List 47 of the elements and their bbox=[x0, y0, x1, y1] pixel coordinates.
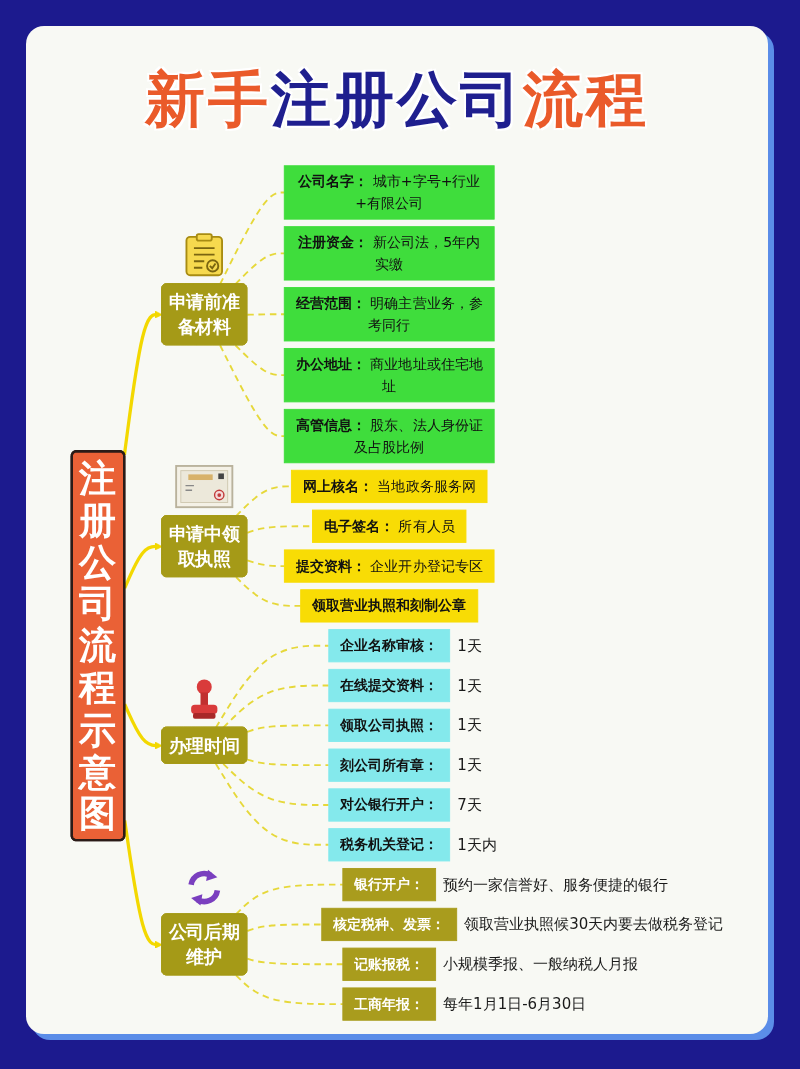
node-box: 电子签名： 所有人员 bbox=[311, 509, 466, 543]
node-box: 网上核名： 当地政务服务网 bbox=[290, 469, 488, 504]
node-box: 核定税种、发票： bbox=[320, 907, 457, 942]
node-box: 领取营业执照和刻制公章 bbox=[299, 589, 478, 623]
arrow bbox=[122, 820, 163, 949]
node-box: 企业名称审核： bbox=[327, 629, 450, 663]
node-box: 高管信息： 股东、法人身份证及占股比例 bbox=[283, 408, 495, 464]
node-box: 提交资料： 企业开办登记专区 bbox=[283, 549, 495, 583]
arrow bbox=[122, 310, 163, 455]
node-box: 公司名字： 城市+字号+行业+有限公司 bbox=[283, 165, 495, 220]
node-box: 在线提交资料： bbox=[327, 668, 450, 703]
description-text: 1天 bbox=[456, 716, 482, 735]
node-box: 领取公司执照： bbox=[327, 708, 450, 742]
connector bbox=[245, 313, 285, 316]
node-box: 记账报税： bbox=[341, 947, 436, 981]
description-text: 每年1月1日-6月30日 bbox=[442, 995, 586, 1014]
description-text: 1天内 bbox=[456, 835, 497, 854]
node-box: 工商年报： bbox=[341, 987, 436, 1021]
connector bbox=[234, 974, 344, 1005]
connector bbox=[218, 344, 285, 437]
node-box: 办公地址： 商业地址或住宅地址 bbox=[283, 348, 495, 403]
connector bbox=[245, 957, 344, 966]
description-text: 1天 bbox=[456, 756, 482, 775]
connector bbox=[234, 344, 285, 377]
description-text: 领取营业执照候30天内要去做税务登记 bbox=[463, 915, 723, 934]
connector bbox=[245, 758, 330, 767]
connector bbox=[221, 762, 330, 806]
description-text: 小规模季报、一般纳税人月报 bbox=[442, 955, 638, 974]
node-box: 刻公司所有章： bbox=[327, 748, 450, 782]
node-box: 对公银行开户： bbox=[327, 788, 450, 822]
description-text: 7天 bbox=[456, 796, 482, 814]
connector bbox=[221, 684, 330, 729]
connector bbox=[245, 724, 330, 733]
connector bbox=[234, 485, 292, 517]
description-text: 1天 bbox=[456, 676, 482, 695]
connector bbox=[245, 923, 323, 932]
connector bbox=[214, 762, 330, 846]
node-box: 经营范围： 明确主营业务，参考同行 bbox=[283, 287, 495, 342]
title: 新手注册公司流程 bbox=[145, 66, 649, 132]
description-text: 预约一家信誉好、服务便捷的银行 bbox=[442, 875, 668, 894]
connector bbox=[245, 559, 285, 567]
node-box: 注册资金： 新公司法，5年内实缴 bbox=[283, 226, 495, 281]
connector bbox=[234, 576, 302, 607]
node-box: 银行开户： bbox=[341, 868, 436, 902]
description-text: 1天 bbox=[456, 636, 482, 655]
connector bbox=[214, 644, 330, 729]
node-box: 税务机关登记： bbox=[327, 828, 450, 862]
